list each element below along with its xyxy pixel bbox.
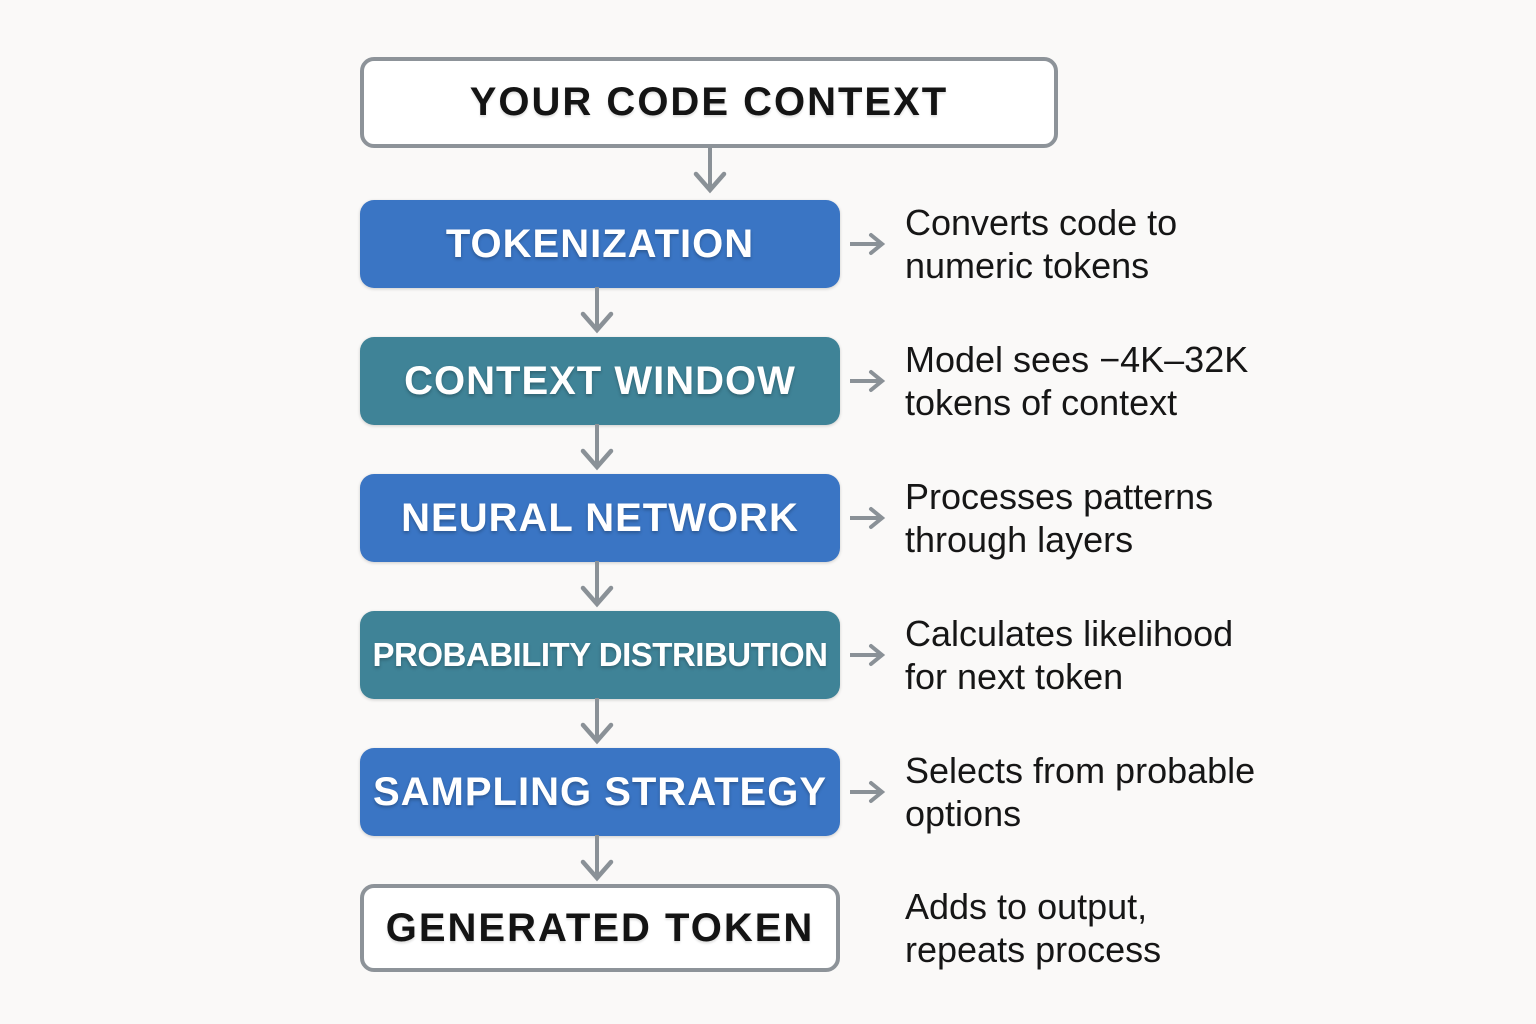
down-arrow-icon: [580, 835, 614, 882]
step-description-line: Adds to output,: [905, 886, 1148, 927]
step-description: Adds to output, repeats process: [905, 884, 1385, 972]
down-arrow-icon: [580, 561, 614, 608]
right-arrow-icon: [850, 644, 886, 666]
down-arrow-icon: [580, 698, 614, 745]
start-node: YOUR CODE CONTEXT: [360, 57, 1058, 148]
step-node-sampling-strategy: SAMPLING STRATEGY: [360, 748, 840, 836]
step-description-line: options: [905, 793, 1022, 834]
step-node-tokenization: TOKENIZATION: [360, 200, 840, 288]
step-description-line: Model sees −4K–32K: [905, 339, 1249, 380]
step-description-line: through layers: [905, 519, 1134, 560]
step-description: Model sees −4K–32K tokens of context: [905, 337, 1385, 425]
step-node-probability-distribution: PROBABILITY DISTRIBUTION: [360, 611, 840, 699]
end-node-label: GENERATED TOKEN: [385, 905, 815, 950]
step-description: Processes patterns through layers: [905, 474, 1385, 562]
step-description-line: Calculates likelihood: [905, 613, 1234, 654]
end-node-generated-token: GENERATED TOKEN: [360, 884, 840, 972]
step-description: Converts code to numeric tokens: [905, 200, 1385, 288]
step-description-line: Selects from probable: [905, 750, 1256, 791]
right-arrow-icon: [850, 507, 886, 529]
right-arrow-icon: [850, 233, 886, 255]
step-label: PROBABILITY DISTRIBUTION: [372, 636, 828, 673]
step-label: SAMPLING STRATEGY: [372, 769, 828, 814]
step-node-neural-network: NEURAL NETWORK: [360, 474, 840, 562]
right-arrow-icon: [850, 781, 886, 803]
down-arrow-icon: [693, 147, 727, 194]
step-label: NEURAL NETWORK: [401, 495, 799, 540]
step-label: CONTEXT WINDOW: [404, 358, 796, 403]
down-arrow-icon: [580, 287, 614, 334]
step-description-line: for next token: [905, 656, 1124, 697]
down-arrow-icon: [580, 424, 614, 471]
start-node-label: YOUR CODE CONTEXT: [469, 80, 949, 124]
step-description-line: tokens of context: [905, 382, 1178, 423]
step-node-context-window: CONTEXT WINDOW: [360, 337, 840, 425]
step-description-line: numeric tokens: [905, 245, 1150, 286]
step-label: TOKENIZATION: [445, 221, 755, 266]
step-description: Selects from probable options: [905, 748, 1385, 836]
step-description-line: Converts code to: [905, 202, 1178, 243]
step-description: Calculates likelihood for next token: [905, 611, 1385, 699]
step-description-line: repeats process: [905, 929, 1162, 970]
step-description-line: Processes patterns: [905, 476, 1214, 517]
right-arrow-icon: [850, 370, 886, 392]
